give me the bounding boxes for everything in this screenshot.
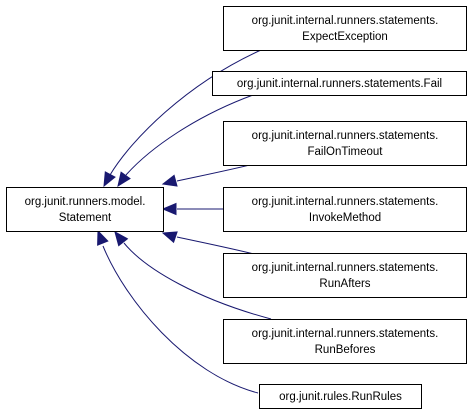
class-node-fail[interactable]: org.junit.internal.runners.statements.Fa… <box>212 71 467 96</box>
node-label-line: org.junit.runners.model. <box>25 196 146 208</box>
node-label-line: org.junit.internal.runners.statements. <box>252 130 439 142</box>
node-label-line: org.junit.rules.RunRules <box>279 391 402 403</box>
arrowhead <box>103 171 116 188</box>
class-node-run-befores[interactable]: org.junit.internal.runners.statements. Ru… <box>223 319 467 364</box>
edge-line <box>123 242 272 320</box>
inheritance-edge-invoke-method <box>161 202 223 216</box>
class-node-invoke-method[interactable]: org.junit.internal.runners.statements. In… <box>223 187 467 232</box>
arrowhead <box>117 171 131 188</box>
edge-line <box>176 236 259 256</box>
class-node-run-afters[interactable]: org.junit.internal.runners.statements. Ru… <box>223 253 467 298</box>
node-label-line: RunAfters <box>319 278 370 290</box>
node-box <box>223 6 467 51</box>
arrowhead <box>161 231 178 244</box>
inheritance-edge-run-afters <box>161 231 259 256</box>
node-box <box>223 253 467 298</box>
class-node-run-rules[interactable]: org.junit.rules.RunRules <box>259 384 422 409</box>
inheritance-edge-fail <box>117 94 254 188</box>
class-node-expect-exception[interactable]: org.junit.internal.runners.statements. Ex… <box>223 6 467 51</box>
arrowhead <box>161 174 178 187</box>
node-box <box>223 187 467 232</box>
node-label-line: ExpectException <box>302 31 388 43</box>
node-label-line: InvokeMethod <box>309 212 381 224</box>
class-nodes: org.junit.runners.model.Statementorg.jun… <box>6 6 467 409</box>
node-label-line: org.junit.internal.runners.statements. <box>252 328 439 340</box>
class-node-fail-on-timeout[interactable]: org.junit.internal.runners.statements. Fa… <box>223 121 467 166</box>
node-box <box>6 187 164 232</box>
arrowhead <box>97 229 109 246</box>
class-node-statement[interactable]: org.junit.runners.model. Statement <box>6 187 164 232</box>
inheritance-edge-run-rules <box>97 229 259 394</box>
inheritance-edge-run-befores <box>114 230 272 320</box>
arrowhead <box>161 202 177 216</box>
node-box <box>212 71 467 96</box>
edge-line <box>125 94 254 176</box>
inheritance-edge-fail-on-timeout <box>161 162 259 187</box>
inheritance-edge-expect-exception <box>103 49 262 188</box>
node-box <box>259 384 422 409</box>
edge-line <box>102 245 259 394</box>
node-label-line: org.junit.internal.runners.statements.Fa… <box>237 78 442 90</box>
node-label-line: RunBefores <box>315 344 376 356</box>
inheritance-edges <box>97 49 272 394</box>
node-label-line: org.junit.internal.runners.statements. <box>252 262 439 274</box>
node-label-line: Statement <box>59 212 112 224</box>
edge-line <box>109 49 262 176</box>
node-label-line: org.junit.internal.runners.statements. <box>252 196 439 208</box>
arrowhead <box>114 230 129 247</box>
node-box <box>223 121 467 166</box>
node-label-line: org.junit.internal.runners.statements. <box>252 15 439 27</box>
node-label-line: FailOnTimeout <box>308 146 384 158</box>
node-box <box>223 319 467 364</box>
